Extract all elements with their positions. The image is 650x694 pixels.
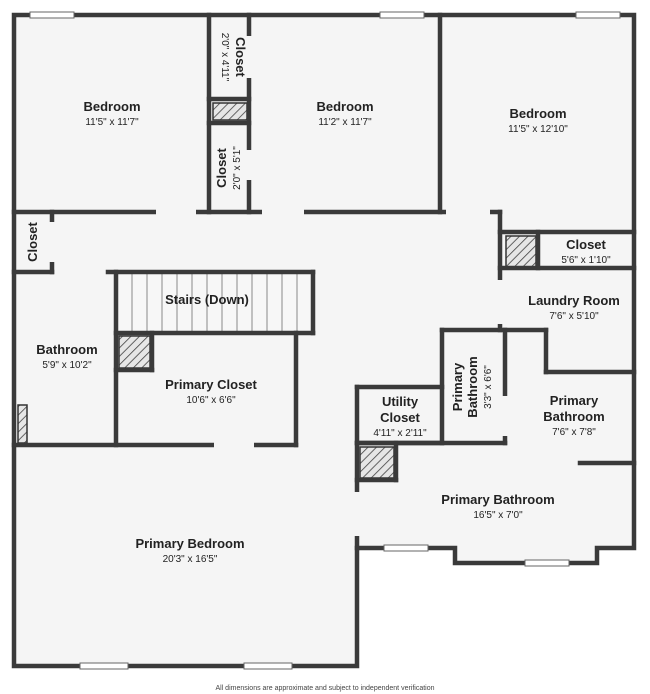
utility-closet-name-line1: Utility <box>382 394 419 409</box>
primary-bath-mid-dims: 7'6" x 7'8" <box>552 427 596 438</box>
closet-3-name: Closet <box>566 237 606 252</box>
primary-closet-dims: 10'6" x 6'6" <box>186 395 236 406</box>
primary-bedroom-name: Primary Bedroom <box>135 536 244 551</box>
bedroom-3-dims: 11'5" x 12'10" <box>508 124 568 135</box>
closet-2-dims: 2'0" x 5'1" <box>232 146 243 190</box>
utility-closet-name-line2: Closet <box>380 410 420 425</box>
primary-bath-large-dims: 16'5" x 7'0" <box>473 510 523 521</box>
primary-bedroom-dims: 20'3" x 16'5" <box>163 554 218 565</box>
disclaimer: All dimensions are approximate and subje… <box>215 685 434 692</box>
bathroom-name: Bathroom <box>36 342 97 357</box>
closet-1-dims: 2'0" x 4'11" <box>219 33 230 82</box>
primary-bath-small-name-line2: Bathroom <box>465 356 480 417</box>
bedroom-3-name: Bedroom <box>509 106 566 121</box>
bathroom-dims: 5'9" x 10'2" <box>42 360 92 371</box>
primary-bath-large-name: Primary Bathroom <box>441 492 554 507</box>
floor-fill <box>14 15 634 666</box>
closet-1-name: Closet <box>233 37 248 77</box>
primary-bath-mid-name-line2: Bathroom <box>543 409 604 424</box>
closet-3-dims: 5'6" x 1'10" <box>561 255 611 266</box>
primary-bath-small-name-line1: Primary <box>450 362 465 411</box>
primary-bath-small-dims: 3'3" x 6'6" <box>483 365 494 409</box>
room-labels: Bedroom 11'5" x 11'7" Closet 2'0" x 4'11… <box>25 33 620 565</box>
stairs-name: Stairs (Down) <box>165 292 249 307</box>
laundry-dims: 7'6" x 5'10" <box>549 311 599 322</box>
closet-2-name: Closet <box>214 147 229 187</box>
primary-bath-mid-name-line1: Primary <box>550 393 599 408</box>
bedroom-2-name: Bedroom <box>316 99 373 114</box>
bedroom-2-dims: 11'2" x 11'7" <box>318 117 372 128</box>
bedroom-1-name: Bedroom <box>83 99 140 114</box>
laundry-name: Laundry Room <box>528 293 620 308</box>
windows <box>29 11 621 670</box>
door-openings <box>49 36 508 536</box>
hall-closet-name: Closet <box>25 221 40 261</box>
bedroom-1-dims: 11'5" x 11'7" <box>85 117 139 128</box>
primary-closet-name: Primary Closet <box>165 377 257 392</box>
utility-closet-dims: 4'11" x 2'11" <box>373 428 427 439</box>
